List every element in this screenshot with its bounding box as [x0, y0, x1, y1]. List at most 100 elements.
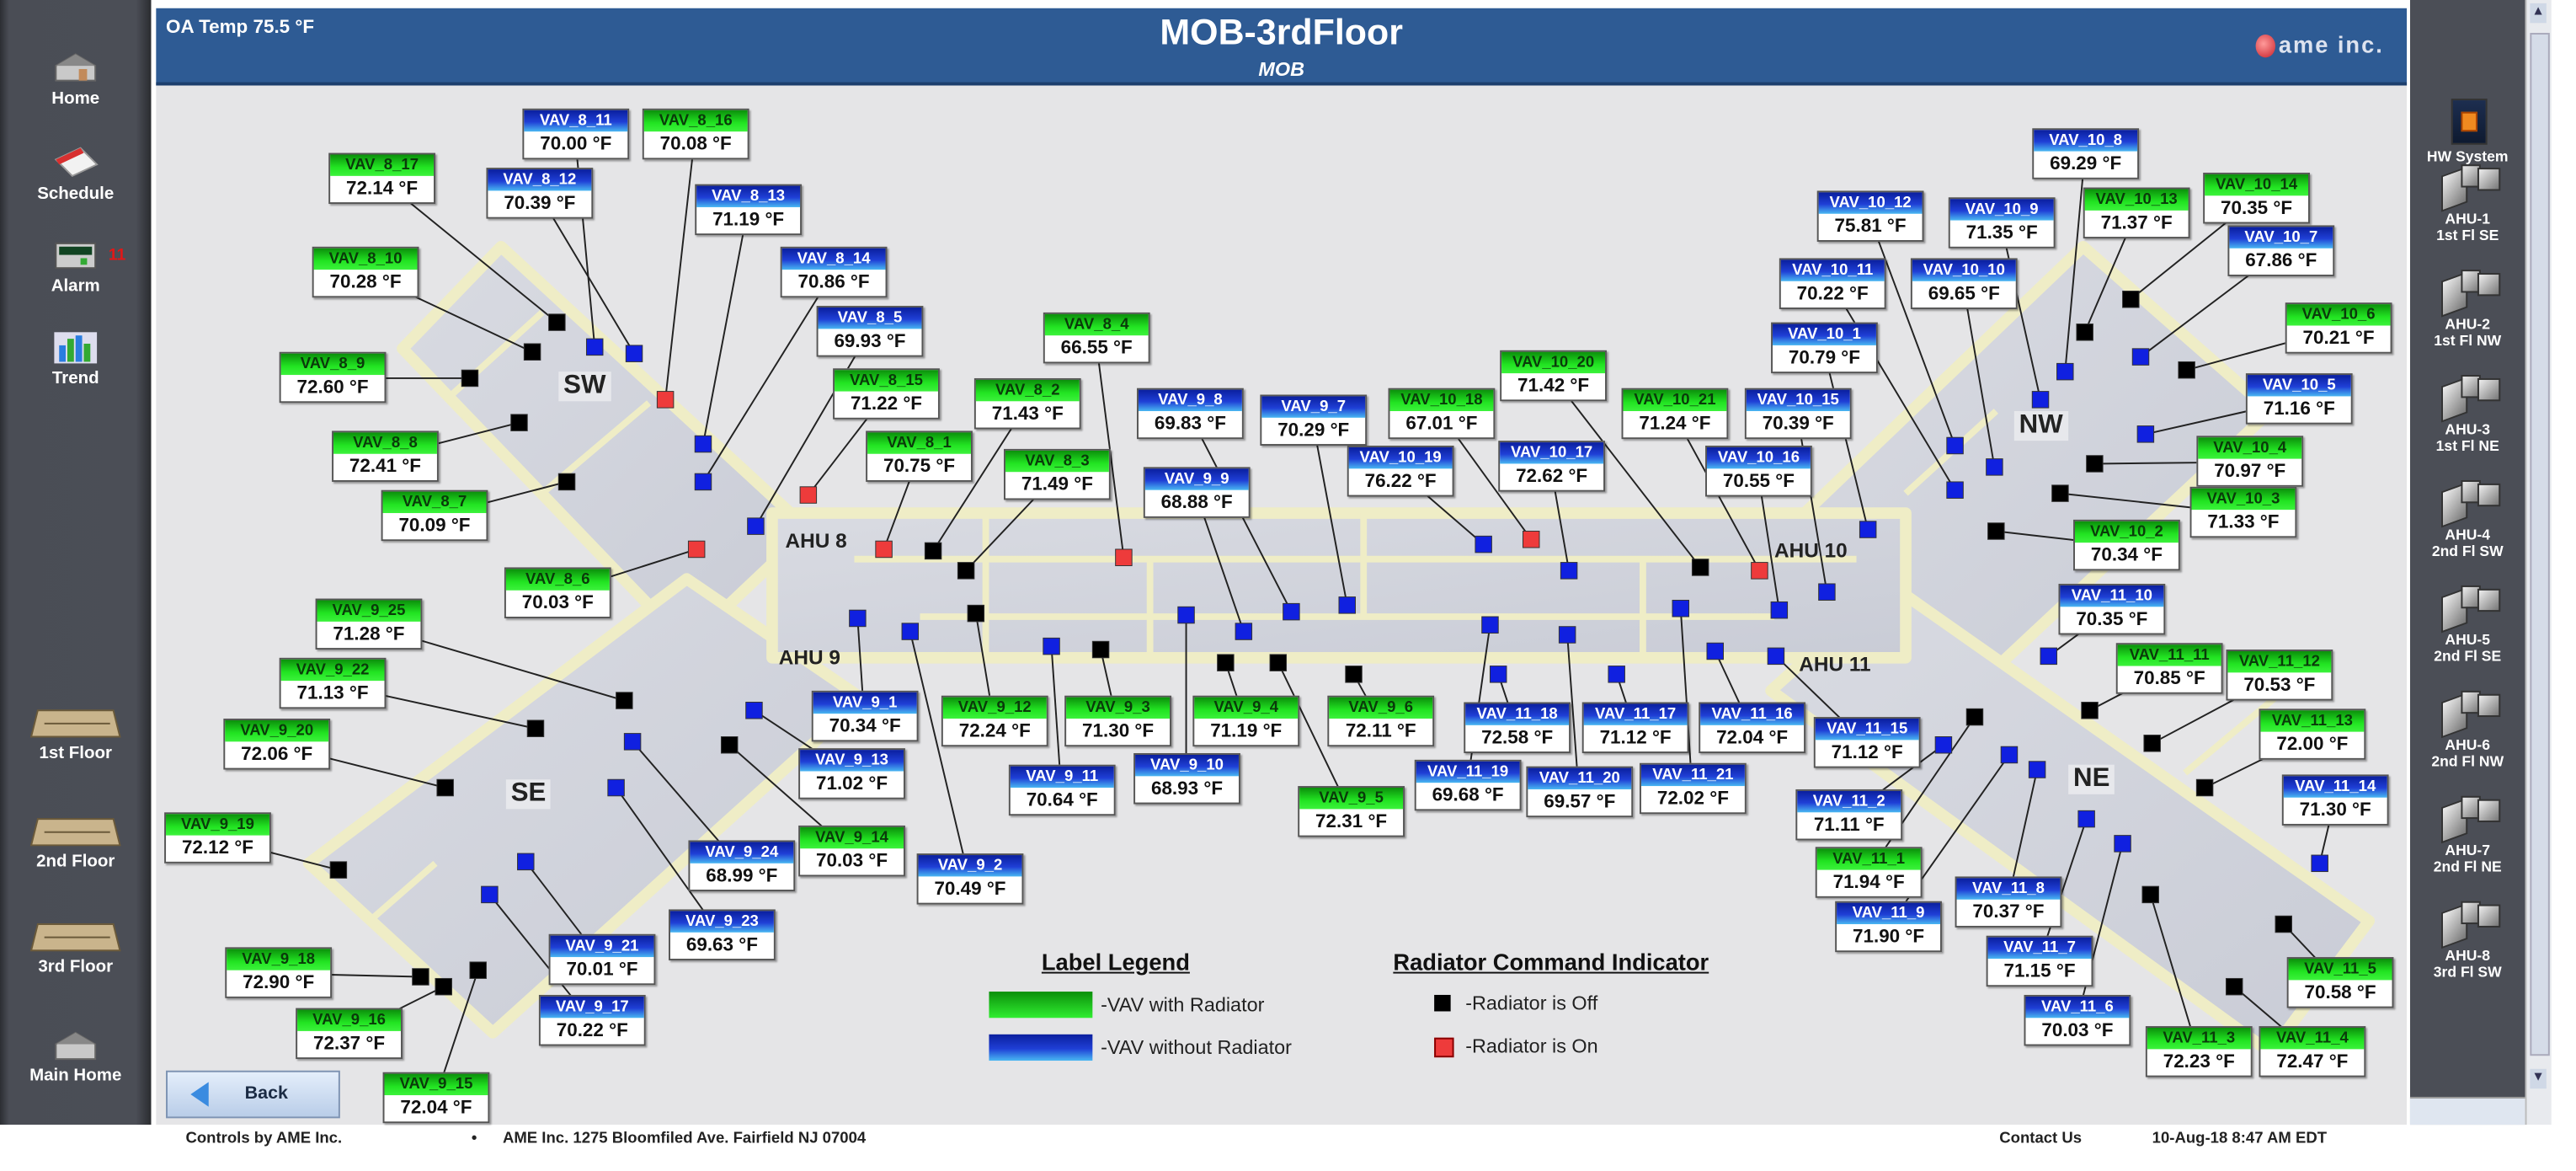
radiator-indicator-none[interactable]: [2311, 854, 2328, 873]
contact-us-link[interactable]: Contact Us: [1999, 1130, 2083, 1148]
radiator-indicator-none[interactable]: [481, 885, 499, 904]
radiator-indicator-none[interactable]: [1177, 606, 1195, 624]
radiator-indicator-on[interactable]: [1751, 562, 1768, 580]
nav-alarm[interactable]: 11 Alarm: [0, 237, 151, 296]
scroll-down-arrow[interactable]: ▼: [2530, 1068, 2547, 1089]
scroll-thumb[interactable]: [2530, 33, 2550, 1056]
radiator-indicator-off[interactable]: [1091, 640, 1110, 659]
radiator-indicator-off[interactable]: [2051, 484, 2069, 502]
radiator-indicator-off[interactable]: [557, 473, 576, 491]
radiator-indicator-off[interactable]: [1965, 708, 1984, 726]
radiator-indicator-off[interactable]: [412, 968, 429, 986]
radiator-indicator-on[interactable]: [875, 540, 893, 559]
radiator-indicator-none[interactable]: [585, 338, 604, 356]
radiator-indicator-off[interactable]: [510, 414, 528, 431]
radiator-indicator-off[interactable]: [523, 343, 541, 361]
radiator-indicator-none[interactable]: [607, 778, 625, 797]
radiator-indicator-off[interactable]: [2275, 915, 2292, 933]
radiator-indicator-off[interactable]: [967, 604, 985, 623]
radiator-indicator-off[interactable]: [526, 719, 545, 737]
radiator-indicator-none[interactable]: [1706, 642, 1724, 660]
radiator-indicator-none[interactable]: [1608, 666, 1625, 683]
nav-home[interactable]: Home: [0, 50, 151, 109]
radiator-indicator-off[interactable]: [435, 977, 452, 996]
radiator-indicator-none[interactable]: [694, 435, 712, 453]
radiator-indicator-on[interactable]: [799, 486, 818, 504]
radiator-indicator-none[interactable]: [517, 853, 535, 871]
radiator-indicator-none[interactable]: [1859, 521, 1877, 538]
radiator-indicator-off[interactable]: [1345, 666, 1363, 683]
nav-1st-floor[interactable]: 1st Floor: [0, 703, 151, 763]
radiator-indicator-off[interactable]: [720, 736, 739, 754]
radiator-indicator-none[interactable]: [747, 517, 765, 535]
radiator-indicator-off[interactable]: [1691, 559, 1709, 576]
nav-schedule[interactable]: Schedule: [0, 145, 151, 204]
radiator-indicator-none[interactable]: [1338, 596, 1356, 614]
radiator-indicator-none[interactable]: [2040, 647, 2058, 666]
radiator-indicator-off[interactable]: [1217, 654, 1235, 671]
radiator-indicator-none[interactable]: [2000, 746, 2019, 764]
radiator-indicator-none[interactable]: [1986, 458, 2003, 476]
radiator-indicator-none[interactable]: [2077, 810, 2095, 828]
nav-main-home[interactable]: Main Home: [0, 1029, 151, 1085]
radiator-indicator-none[interactable]: [1235, 623, 1253, 640]
radiator-indicator-none[interactable]: [1475, 535, 1492, 553]
radiator-indicator-none[interactable]: [1560, 562, 1578, 580]
radiator-indicator-none[interactable]: [1770, 601, 1789, 619]
radiator-indicator-off[interactable]: [2178, 361, 2195, 379]
scroll-up-arrow[interactable]: ▲: [2530, 3, 2547, 24]
radiator-indicator-none[interactable]: [1946, 436, 1964, 455]
radiator-indicator-none[interactable]: [901, 623, 920, 640]
radiator-indicator-on[interactable]: [687, 540, 706, 559]
radiator-indicator-off[interactable]: [924, 542, 942, 560]
radiator-indicator-off[interactable]: [2141, 885, 2159, 904]
radiator-indicator-none[interactable]: [2028, 761, 2046, 778]
radiator-indicator-off[interactable]: [2143, 735, 2161, 752]
radiator-indicator-none[interactable]: [2136, 425, 2155, 443]
radiator-indicator-none[interactable]: [1489, 666, 1507, 683]
radiator-indicator-none[interactable]: [623, 733, 642, 751]
radiator-indicator-off[interactable]: [2225, 977, 2243, 996]
